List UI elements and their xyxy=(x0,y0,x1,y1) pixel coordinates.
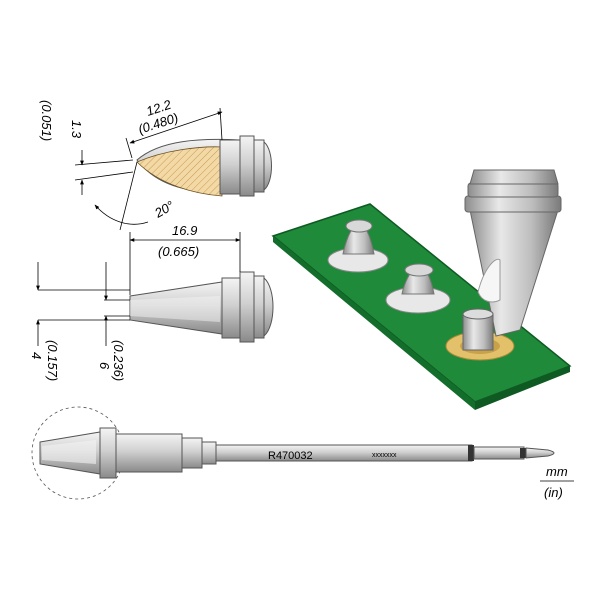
pcb-illustration xyxy=(271,169,572,410)
tip-length-in: (0.665) xyxy=(158,244,199,259)
tip-length-mm: 16.9 xyxy=(172,223,197,238)
tip-width-mm: 4 xyxy=(29,352,44,359)
soldering-tip-action xyxy=(462,169,562,351)
unit-in: (in) xyxy=(544,485,563,500)
cartridge-shaft xyxy=(215,444,473,462)
solder-mound-1 xyxy=(327,219,389,273)
tip-height-in: (0.236) xyxy=(111,340,126,381)
part-number: R470032 xyxy=(268,450,313,462)
tip-height-mm: 6 xyxy=(97,362,112,370)
bevel-angle: 20° xyxy=(151,198,176,221)
bevel-detail: 12.2 (0.480) 1.3 (0.051) 20° xyxy=(39,97,272,231)
side-detail: 16.9 (0.665) 4 (0.157) 6 (0.236) xyxy=(29,223,274,381)
serial-placeholder: xxxxxxx xyxy=(372,452,397,459)
tip-width-in: (0.157) xyxy=(45,340,60,381)
bevel-thickness-mm: 1.3 xyxy=(69,120,84,139)
unit-mm: mm xyxy=(546,464,568,479)
units-legend: mm (in) xyxy=(540,464,574,500)
solder-mound-2 xyxy=(385,263,451,314)
cartridge-full: R470032 xxxxxxx xyxy=(31,406,555,500)
bevel-thickness-in: (0.051) xyxy=(39,100,54,141)
